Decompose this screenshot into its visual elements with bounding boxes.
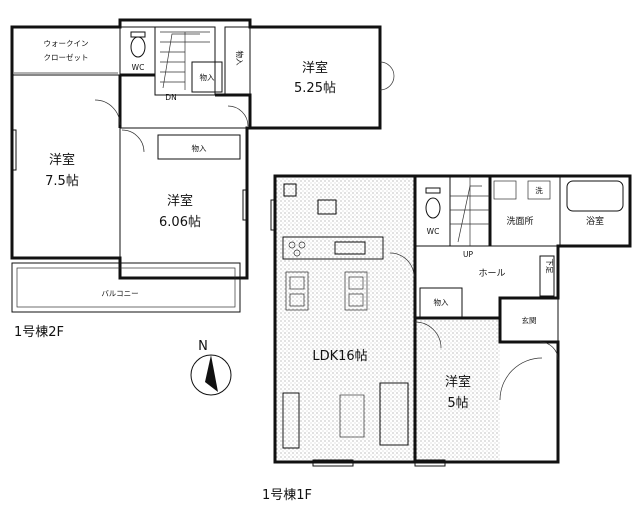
basin-icon bbox=[493, 180, 517, 200]
tv-stand-icon bbox=[379, 382, 409, 446]
sink-icon bbox=[334, 241, 366, 255]
ldk-floor bbox=[275, 176, 415, 462]
compass-north-label: N bbox=[198, 339, 208, 354]
storage-2f-b-label: 物入 bbox=[235, 51, 245, 66]
wc-1f-label: WC bbox=[427, 227, 440, 236]
walk-in-closet bbox=[11, 26, 121, 76]
storage-2f-a-label: 物入 bbox=[200, 72, 215, 82]
floor-1f-caption: 1号棟1F bbox=[262, 488, 312, 503]
walk-in-closet-label-2: クローゼット bbox=[44, 52, 89, 62]
washer-icon bbox=[527, 180, 551, 200]
shoe-box bbox=[539, 255, 555, 297]
kitchen-counter bbox=[282, 236, 384, 260]
stairs-2f bbox=[154, 26, 216, 96]
balcony-label: バルコニー bbox=[101, 289, 138, 298]
walk-in-closet-label-1: ウォークイン bbox=[44, 39, 89, 48]
laundry-mark: 洗 bbox=[535, 185, 543, 195]
wc-2f-label: WC bbox=[132, 63, 145, 72]
room-6-06-size: 6.06帖 bbox=[159, 215, 201, 230]
storage-2f-c-label: 物入 bbox=[192, 143, 207, 153]
fridge-icon bbox=[317, 199, 337, 215]
up-label: UP bbox=[463, 250, 473, 259]
compass: N bbox=[190, 339, 232, 396]
room-7-5-size: 7.5帖 bbox=[45, 174, 79, 189]
storage-1f bbox=[419, 287, 463, 319]
room-5-25-name: 洋室 bbox=[302, 60, 328, 76]
toilet-icon bbox=[425, 197, 441, 219]
coffee-table-icon bbox=[339, 394, 365, 438]
floor-2f-caption: 1号棟2F bbox=[14, 325, 64, 340]
floor-1f: WC UP ホール 洗面所 浴室 洗 下足 物入 玄関 LDK16帖 洋室 5帖… bbox=[262, 174, 632, 503]
room-5-name: 洋室 bbox=[445, 374, 471, 390]
sofa-icon bbox=[282, 392, 300, 449]
dn-label: DN bbox=[165, 93, 176, 102]
entrance bbox=[499, 297, 559, 343]
storage-2f-a bbox=[191, 61, 223, 93]
storage-2f-c bbox=[157, 134, 241, 160]
room-5-25-size: 5.25帖 bbox=[294, 81, 336, 96]
bathroom bbox=[559, 175, 631, 247]
washroom bbox=[489, 175, 561, 247]
entrance-label: 玄関 bbox=[522, 315, 537, 325]
shoe-box-label: 下足 bbox=[545, 259, 554, 274]
room-5-size: 5帖 bbox=[447, 396, 468, 411]
storage-1f-label: 物入 bbox=[434, 297, 449, 307]
floor-2f: ウォークイン クローゼット WC DN 物入 物入 物入 洋室 5.25帖 洋室… bbox=[10, 18, 395, 340]
stove-icon bbox=[288, 241, 306, 257]
hall-label: ホール bbox=[478, 268, 505, 279]
room-5-floor bbox=[415, 318, 500, 462]
ldk-label: LDK16帖 bbox=[312, 349, 367, 364]
compass-needle-icon bbox=[205, 355, 218, 392]
room-5-25 bbox=[249, 26, 381, 129]
room-7-5-name: 洋室 bbox=[49, 152, 75, 168]
microwave-icon bbox=[283, 183, 297, 197]
room-6-06-name: 洋室 bbox=[167, 193, 193, 209]
balcony bbox=[11, 262, 241, 313]
washroom-label: 洗面所 bbox=[506, 215, 533, 227]
bathtub-icon bbox=[566, 180, 624, 212]
bathroom-label: 浴室 bbox=[586, 215, 604, 227]
toilet-icon bbox=[130, 36, 146, 58]
